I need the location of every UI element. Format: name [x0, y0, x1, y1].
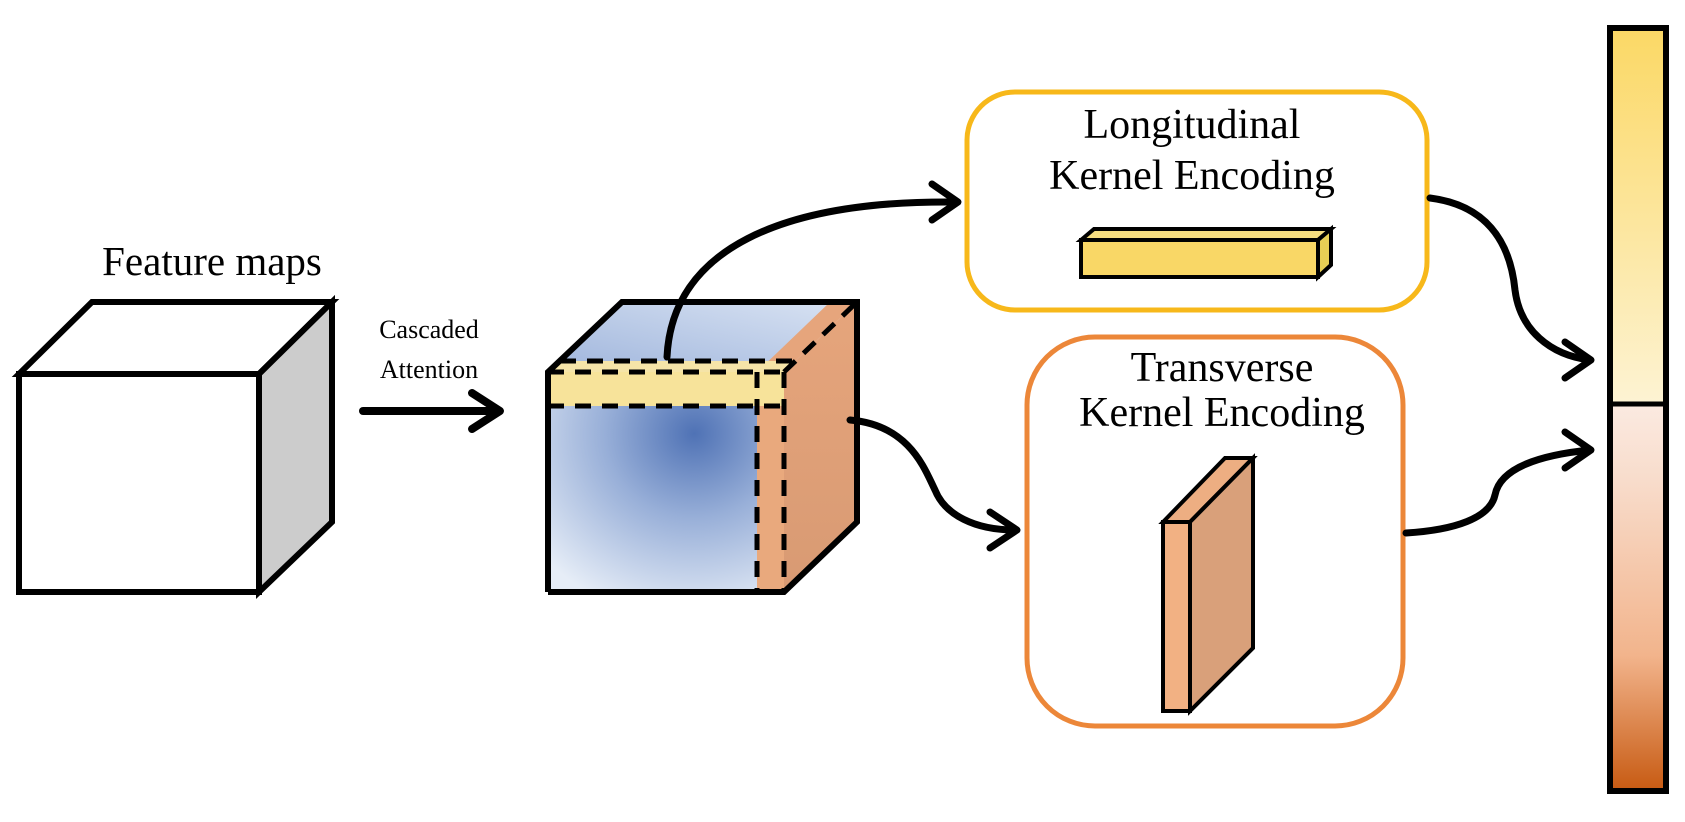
- longitudinal-slice-front: [548, 372, 784, 406]
- transverse-slice-top: [757, 302, 857, 372]
- attention-cube: [545, 299, 860, 595]
- longitudinal-encoding-box: Longitudinal Kernel Encoding: [964, 89, 1430, 313]
- attention-label-line2: Attention: [380, 355, 478, 384]
- feature-cube-front: [16, 371, 262, 595]
- arrow-longitudinal-to-vector-icon: [1426, 194, 1595, 382]
- transverse-encoding-box: Transverse Kernel Encoding: [1024, 334, 1406, 729]
- arrow-to-longitudinal-icon: [663, 180, 962, 361]
- transverse-title-line1: Transverse: [1131, 345, 1314, 391]
- output-vector-longitudinal-part: [1610, 28, 1666, 404]
- longitudinal-slice-top: [548, 361, 792, 372]
- feature-maps-label: Feature maps: [102, 238, 322, 284]
- feature-maps-group: Feature maps: [11, 238, 340, 600]
- output-feature-vector: [1607, 25, 1669, 794]
- cascaded-attention-arrow-icon: [359, 389, 504, 433]
- attention-cube-front: [548, 372, 784, 592]
- arrow-transverse-to-vector-icon: [1402, 428, 1595, 537]
- longitudinal-title-line2: Kernel Encoding: [1049, 153, 1335, 199]
- transverse-kernel-icon: [1158, 453, 1258, 716]
- transverse-slice-side: [784, 302, 857, 592]
- cascaded-attention-group: Cascaded Attention: [359, 315, 504, 433]
- arrow-to-transverse-icon: [846, 416, 1021, 552]
- transverse-slice-front: [757, 372, 784, 592]
- longitudinal-title-line1: Longitudinal: [1084, 102, 1301, 148]
- cascaded-label-line1: Cascaded: [379, 315, 479, 344]
- transverse-title-line2: Kernel Encoding: [1079, 390, 1365, 436]
- feature-maps-cube: [11, 294, 340, 600]
- longitudinal-kernel-icon: [1075, 224, 1337, 282]
- output-vector-transverse-part: [1610, 404, 1666, 791]
